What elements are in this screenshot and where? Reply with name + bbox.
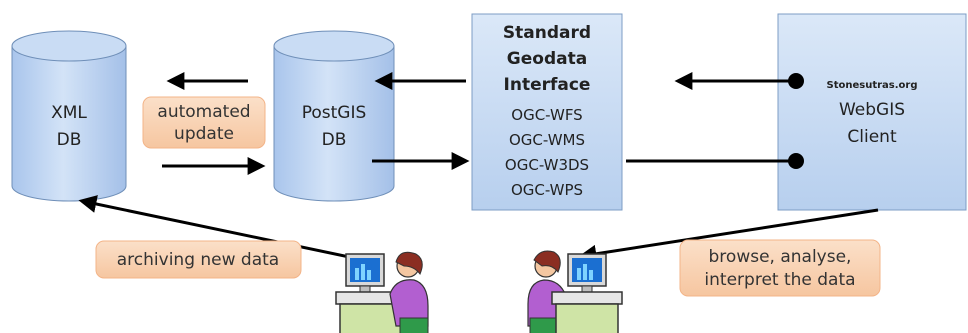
note-archiving-text: archiving new data bbox=[117, 250, 279, 270]
note-browse-line1: browse, analyse, bbox=[709, 247, 852, 267]
xml-db-label-line2: DB bbox=[57, 130, 82, 150]
interface-title-line3: Interface bbox=[504, 75, 591, 95]
geodata-interface-box: Standard Geodata Interface OGC-WFS OGC-W… bbox=[471, 13, 623, 211]
service-wps: OGC-WPS bbox=[511, 181, 583, 199]
postgis-db-cylinder: PostGIS DB bbox=[273, 30, 395, 202]
service-w3ds: OGC-W3DS bbox=[505, 156, 589, 174]
xml-db-label-line1: XML bbox=[51, 103, 87, 123]
client-label-line2: Client bbox=[847, 127, 897, 147]
note-archiving: archiving new data bbox=[95, 240, 302, 279]
arrow-archiving bbox=[78, 195, 379, 265]
service-wfs: OGC-WFS bbox=[511, 106, 582, 124]
connector-dot-top bbox=[788, 73, 804, 89]
connector-dot-bottom bbox=[788, 153, 804, 169]
note-browse-line2: interpret the data bbox=[704, 270, 855, 290]
service-wms: OGC-WMS bbox=[509, 131, 585, 149]
note-automated-update: automated update bbox=[142, 96, 266, 149]
note-automated-line2: update bbox=[174, 124, 234, 144]
postgis-db-label-line1: PostGIS bbox=[302, 103, 367, 123]
xml-db-cylinder: XML DB bbox=[11, 30, 127, 202]
client-label-line1: WebGIS bbox=[839, 100, 905, 120]
user-at-computer-icon bbox=[527, 250, 623, 333]
note-browse: browse, analyse, interpret the data bbox=[679, 239, 881, 297]
interface-title-line2: Geodata bbox=[507, 49, 587, 69]
note-automated-line1: automated bbox=[157, 102, 250, 122]
webgis-client-box: Stonesutras.org WebGIS Client bbox=[777, 13, 967, 211]
arrow-browse bbox=[578, 208, 879, 263]
client-brand: Stonesutras.org bbox=[827, 80, 918, 91]
user-at-computer-icon bbox=[335, 251, 429, 333]
interface-title-line1: Standard bbox=[503, 23, 591, 43]
postgis-db-label-line2: DB bbox=[322, 130, 347, 150]
